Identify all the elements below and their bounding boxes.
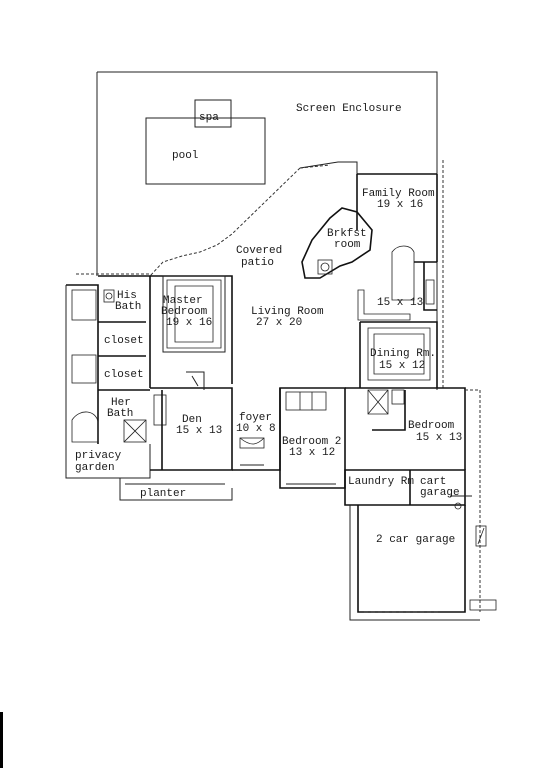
label-family-room-size: 19 x 16: [377, 199, 423, 211]
label-privacy: privacy: [75, 450, 122, 462]
label-foyer: foyer: [239, 412, 272, 424]
pool-area: [145, 99, 266, 185]
label-pool: pool: [172, 150, 198, 162]
label-bedroom-2-size: 13 x 12: [289, 447, 335, 459]
label-his: His: [117, 290, 137, 302]
label-master-size: 19 x 16: [166, 317, 212, 329]
garden-and-planter: [65, 444, 233, 501]
label-master: Master: [163, 295, 203, 307]
house-exterior-walls: [149, 160, 444, 390]
label-her: Her: [111, 397, 131, 409]
label-den: Den: [182, 414, 202, 426]
spa-shape: [194, 99, 232, 128]
screen-enclosure-outline: [96, 71, 438, 276]
label-master-bedroom: Bedroom: [161, 306, 208, 318]
label-brkfst: Brkfst: [327, 228, 367, 240]
label-closet-1: closet: [104, 335, 144, 347]
label-kitchen-size: 15 x 13: [377, 297, 423, 309]
breakfast-table: [317, 259, 333, 275]
label-family-room: Family Room: [362, 188, 435, 200]
breakfast-nook: [301, 207, 373, 279]
bedroom-3-dining: [345, 321, 481, 612]
label-dining: Dining Rm.: [370, 348, 436, 360]
kitchen: [357, 245, 437, 321]
label-closet-2: closet: [104, 369, 144, 381]
label-bedroom-3: Bedroom: [408, 420, 455, 432]
label-laundry: Laundry Rm: [348, 476, 414, 488]
label-spa: spa: [199, 112, 219, 124]
label-dining-size: 15 x 12: [379, 360, 425, 372]
label-cart: cart: [420, 476, 446, 488]
master-bed-outline: [162, 275, 226, 353]
label-patio: patio: [241, 257, 274, 269]
label-his-bath: Bath: [115, 301, 141, 313]
label-screen-enclosure: Screen Enclosure: [296, 103, 402, 115]
label-foyer-size: 10 x 8: [236, 423, 276, 435]
garage-walls: [349, 505, 497, 621]
room-labels: Screen Enclosure spa pool Family Room 19…: [75, 103, 462, 546]
label-her-bath: Bath: [107, 408, 133, 420]
label-planter: planter: [140, 488, 186, 500]
pool-shape: [145, 117, 266, 185]
label-bedroom-2: Bedroom 2: [282, 436, 341, 448]
label-covered: Covered: [236, 245, 282, 257]
scan-edge-mark: [0, 712, 3, 768]
master-suite: [65, 273, 233, 444]
label-2-car-garage: 2 car garage: [376, 534, 455, 546]
label-brkfst-room: room: [334, 239, 361, 251]
label-living-size: 27 x 20: [256, 317, 302, 329]
label-den-size: 15 x 13: [176, 425, 222, 437]
label-living-room: Living Room: [251, 306, 324, 318]
label-garden: garden: [75, 462, 115, 474]
label-bedroom-3-size: 15 x 13: [416, 432, 462, 444]
label-cart-garage: garage: [420, 487, 460, 499]
